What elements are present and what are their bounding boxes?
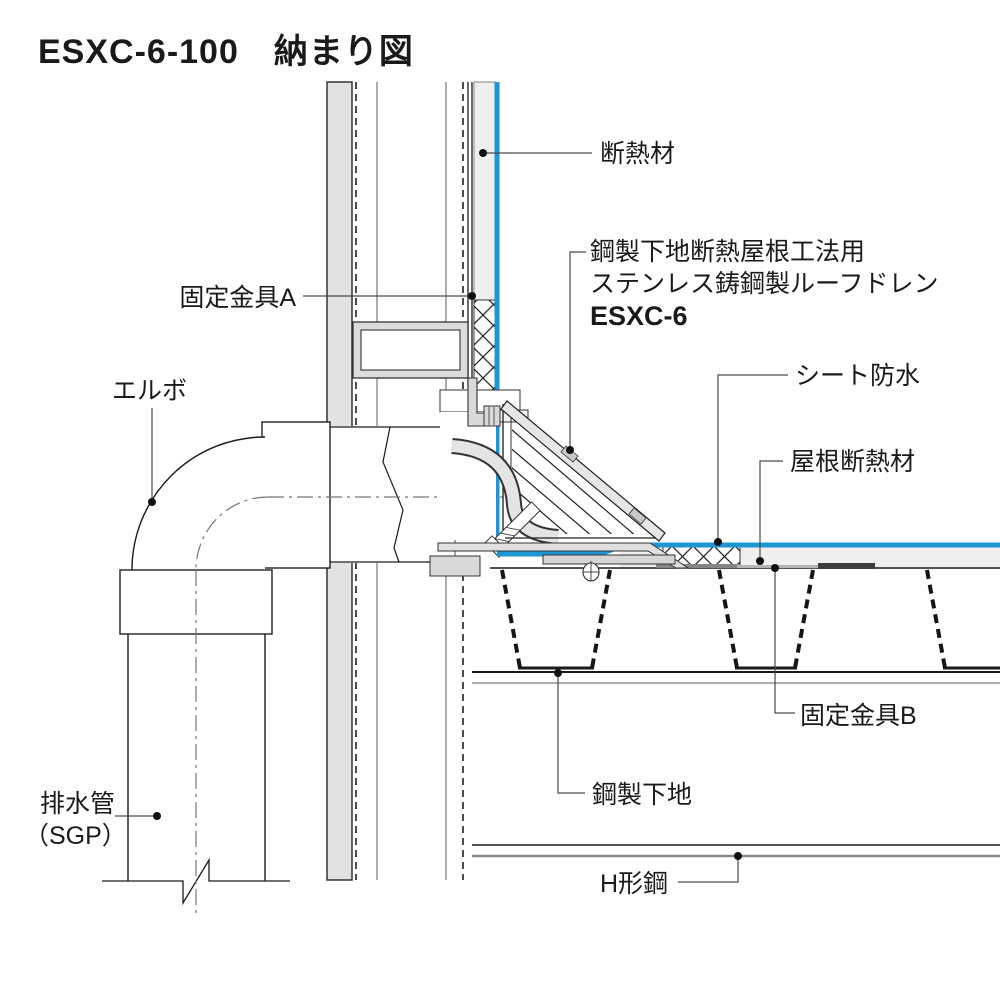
drain-flange [437,542,690,569]
strainer-dome-edge [500,400,666,542]
label-drain-name-1: 鋼製下地断熱屋根工法用 [590,238,865,266]
leader-dot-bracket-b [771,564,779,572]
elbow-hub [261,421,331,569]
roof-insulation-hatch [663,547,740,568]
leader-dot-insulation [479,149,487,157]
label-roof-insulation: 屋根断熱材 [790,448,915,476]
piping [102,417,545,918]
furring-channel [352,321,469,379]
label-fixing-bracket-a: 固定金具A [179,284,296,312]
fixing-plate-b [818,563,875,569]
label-fixing-bracket-b: 固定金具B [800,702,917,730]
roof-drain [437,377,1000,582]
label-insulation: 断熱材 [600,140,675,168]
leader-dot-roof-insulation [756,557,764,565]
leader-dot-drain [566,446,574,454]
label-drain-model: ESXC-6 [590,301,688,331]
leader-lines [115,149,795,883]
leader-dot-steel-deck [554,669,562,677]
leader-dot-bracket-a [468,292,476,300]
wall-insulation-hatch [474,300,495,390]
label-elbow: エルボ [112,377,187,405]
wall-insulation [473,81,496,301]
wall-assembly [326,81,500,881]
label-drain-pipe: 排水管 [40,790,115,818]
elbow-body [132,437,265,570]
leader-dot-sheet [714,538,722,546]
labels: ESXC-6-100 納まり図 断熱材 鋼製下地断熱屋根工法用 ステンレス鋳鋼製… [24,33,939,898]
elbow-outer-arc [131,436,266,571]
clamp-bolt [582,561,600,582]
drain-body-fill [440,412,496,540]
drain-throat [451,440,559,543]
deck-ribs [500,569,1000,670]
label-drain-name-2: ステンレス鋳鋼製ルーフドレン [590,270,939,298]
fixing-plate-b [656,564,741,568]
pipe-centerline-arc [195,496,269,571]
leader-dot-drain-pipe [153,812,161,820]
strainer-rib [628,507,647,525]
label-steel-deck: 鋼製下地 [592,781,692,809]
clamp-bar [542,554,676,565]
pipe-break-symbol [382,426,404,563]
leader-dot-h-beam [734,852,742,860]
drain-socket-bottom [429,555,481,577]
label-drain-pipe-spec: （SGP） [24,822,127,850]
label-sheet-waterproofing: シート防水 [795,362,920,390]
drawing-title: ESXC-6-100 納まり図 [38,33,414,71]
strainer-rib [560,445,579,463]
roof-assembly [472,546,1000,858]
leader-dot-elbow [148,498,156,506]
label-h-beam: H形鋼 [600,870,668,898]
